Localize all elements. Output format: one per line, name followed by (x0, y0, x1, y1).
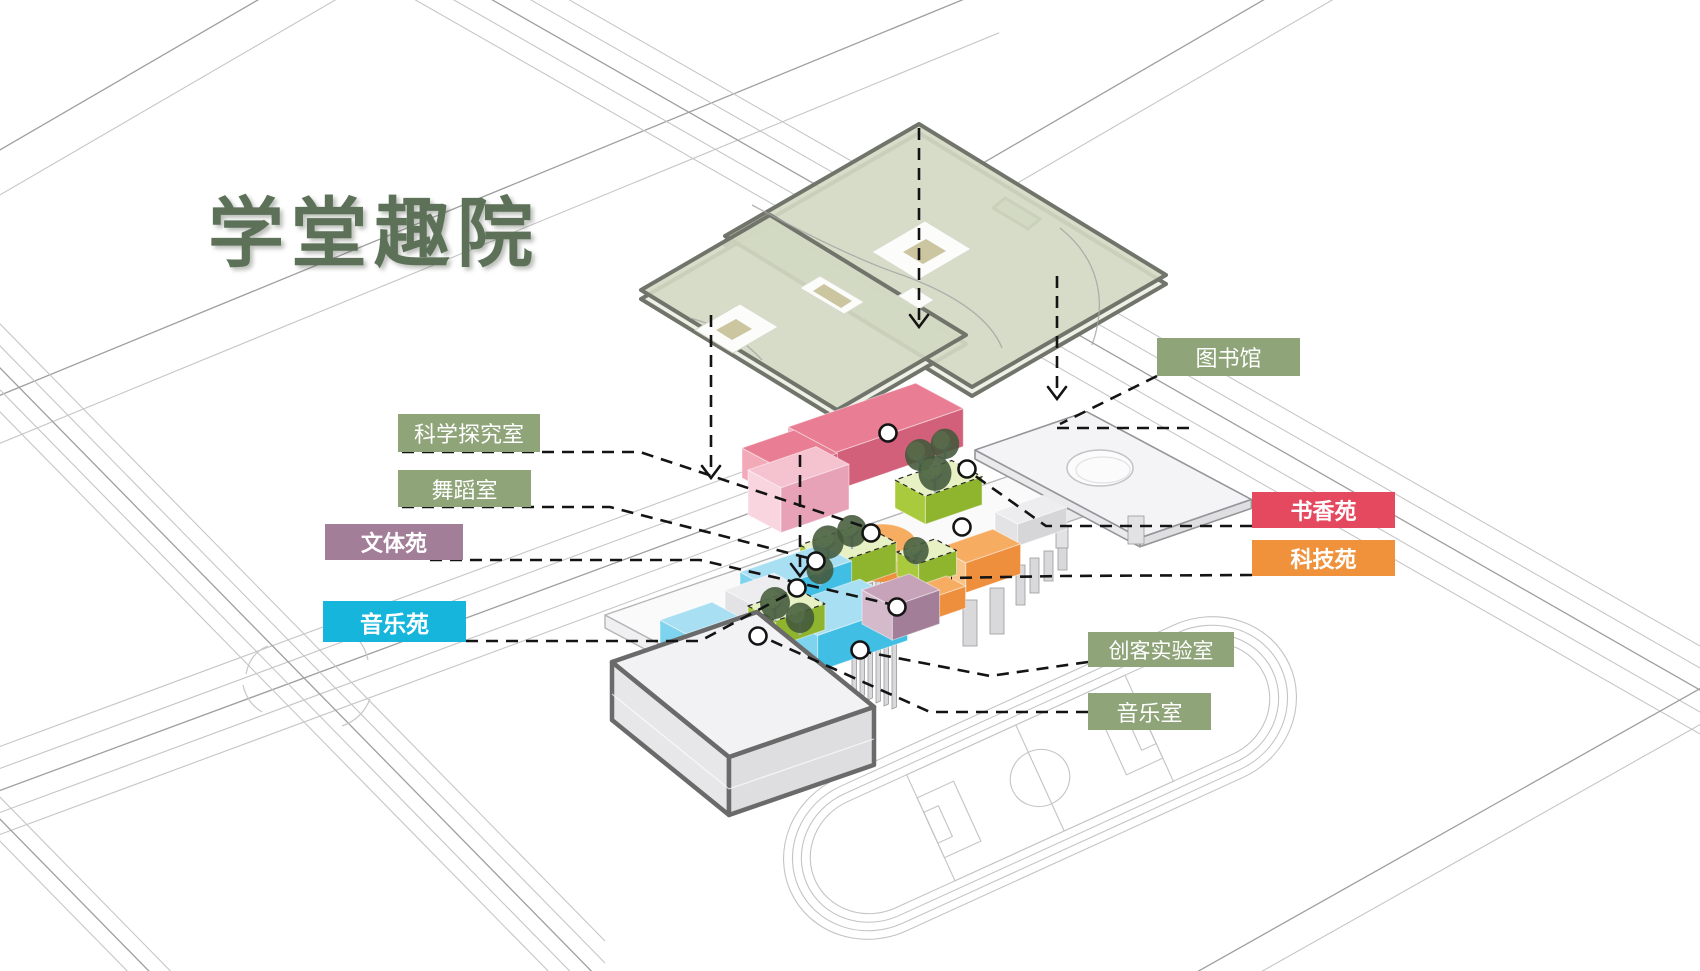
label-dance-room: 舞蹈室 (398, 470, 531, 507)
label-shuxiang-yuan: 书香苑 (1252, 492, 1395, 528)
label-library: 图书馆 (1157, 338, 1300, 376)
label-science-room: 科学探究室 (398, 414, 540, 452)
label-music-room: 音乐室 (1088, 693, 1211, 730)
diagram-title: 学堂趣院 (208, 192, 540, 277)
label-keji-yuan: 科技苑 (1252, 540, 1395, 576)
label-yinyue-yuan: 音乐苑 (323, 601, 466, 642)
building-cluster (604, 382, 1253, 818)
annotation-layer (402, 128, 1253, 714)
label-wenti-yuan: 文体苑 (325, 524, 463, 560)
label-maker-lab: 创客实验室 (1088, 632, 1234, 667)
exploded-roof-plan (639, 122, 1168, 421)
